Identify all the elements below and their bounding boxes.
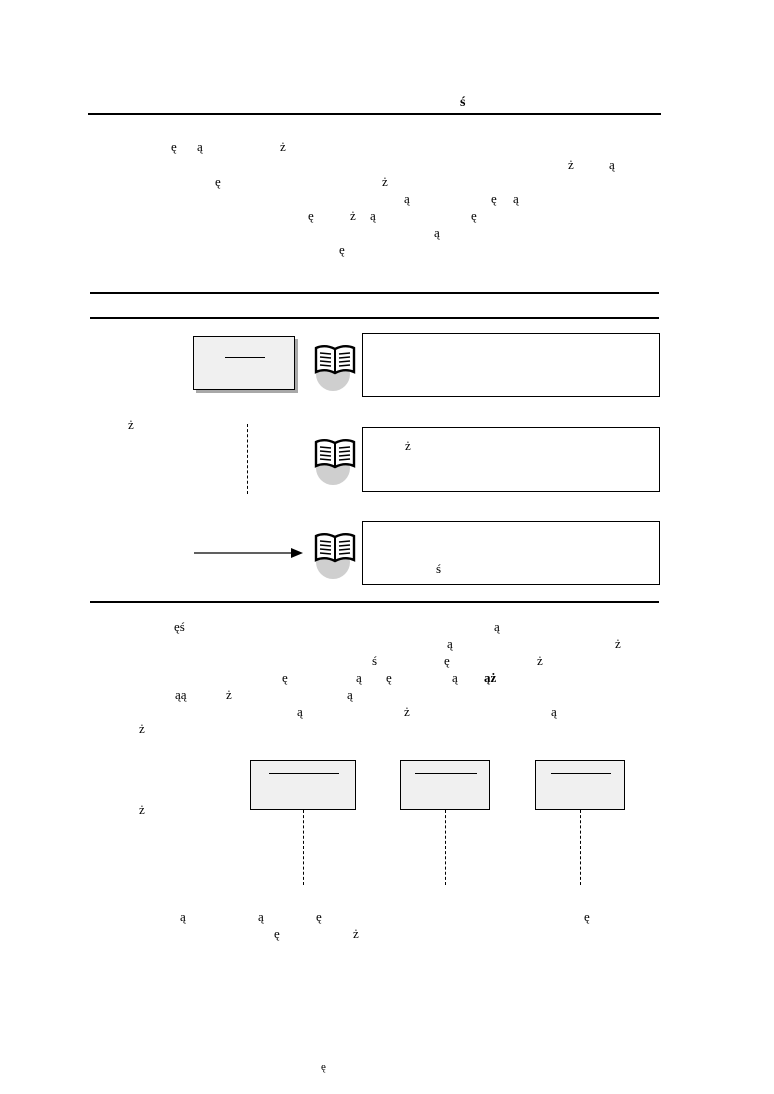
- text-glyph: ąż: [484, 670, 497, 685]
- text-glyph: ę: [444, 653, 450, 668]
- text-glyph: ą: [434, 225, 440, 240]
- text-glyph: ę: [282, 670, 288, 685]
- timeline-connector-1: [303, 810, 304, 885]
- text-glyph: ą: [404, 191, 410, 206]
- book-icon: [314, 345, 356, 391]
- figure-top-rule: [90, 292, 659, 294]
- timeline-left-label: ż: [139, 802, 145, 817]
- text-glyph: ę: [316, 909, 322, 924]
- note-box-2: ż: [362, 427, 660, 492]
- text-glyph: ż: [382, 174, 388, 189]
- text-glyph: ą: [513, 191, 519, 206]
- timeline-connector-3: [580, 810, 581, 885]
- header-rule: [88, 113, 661, 115]
- timeline-box-1: [250, 760, 356, 810]
- text-glyph: ą: [551, 704, 557, 719]
- text-glyph: ę: [491, 191, 497, 206]
- timeline-box-2: [400, 760, 490, 810]
- text-glyph: ą: [197, 139, 203, 154]
- note-box-3: ś: [362, 521, 660, 585]
- note-box-3-text: ś: [436, 561, 442, 576]
- text-glyph: ż: [353, 926, 359, 941]
- text-glyph: ąą: [175, 687, 187, 702]
- figure-dashed-connector: [247, 424, 248, 494]
- figure-second-rule: [90, 317, 659, 319]
- text-glyph: ę: [215, 174, 221, 189]
- page-footer-glyph: ę: [321, 1061, 326, 1073]
- text-glyph: ę: [386, 670, 392, 685]
- text-glyph: ś: [372, 653, 378, 668]
- text-glyph: ą: [347, 687, 353, 702]
- timeline-box-3: [535, 760, 625, 810]
- text-glyph: ż: [615, 636, 621, 651]
- book-icon: [314, 533, 356, 579]
- timeline-box-2-title-line: [415, 773, 477, 774]
- text-glyph: ż: [226, 687, 232, 702]
- text-glyph: ż: [139, 721, 145, 736]
- figure-left-label: ż: [128, 417, 134, 432]
- timeline-box-1-title-line: [269, 773, 339, 774]
- text-glyph: ż: [537, 653, 543, 668]
- text-glyph: ą: [609, 157, 615, 172]
- text-glyph: ęś: [174, 619, 185, 634]
- note-box-2-text: ż: [405, 438, 411, 453]
- text-glyph: ę: [471, 208, 477, 223]
- figure-arrow: [194, 548, 303, 558]
- note-box-1: [362, 333, 660, 397]
- text-glyph: ę: [584, 909, 590, 924]
- figure-bottom-rule: [90, 601, 659, 603]
- text-glyph: ą: [356, 670, 362, 685]
- timeline-box-3-title-line: [551, 773, 611, 774]
- text-glyph: ą: [180, 909, 186, 924]
- text-glyph: ą: [297, 704, 303, 719]
- text-glyph: ę: [171, 139, 177, 154]
- text-glyph: ą: [258, 909, 264, 924]
- text-glyph: ą: [452, 670, 458, 685]
- text-glyph: ę: [308, 208, 314, 223]
- text-glyph: ż: [404, 704, 410, 719]
- text-glyph: ż: [280, 139, 286, 154]
- text-glyph: ż: [350, 208, 356, 223]
- book-icon: [314, 439, 356, 485]
- text-glyph: ę: [339, 242, 345, 257]
- concept-box-title-line: [225, 357, 265, 358]
- text-glyph: ą: [494, 619, 500, 634]
- text-glyph: ż: [568, 157, 574, 172]
- header-title-fragment: ś: [460, 95, 466, 110]
- concept-box: [193, 336, 295, 390]
- text-glyph: ą: [447, 636, 453, 651]
- text-glyph: ę: [274, 926, 280, 941]
- timeline-connector-2: [445, 810, 446, 885]
- text-glyph: ą: [370, 208, 376, 223]
